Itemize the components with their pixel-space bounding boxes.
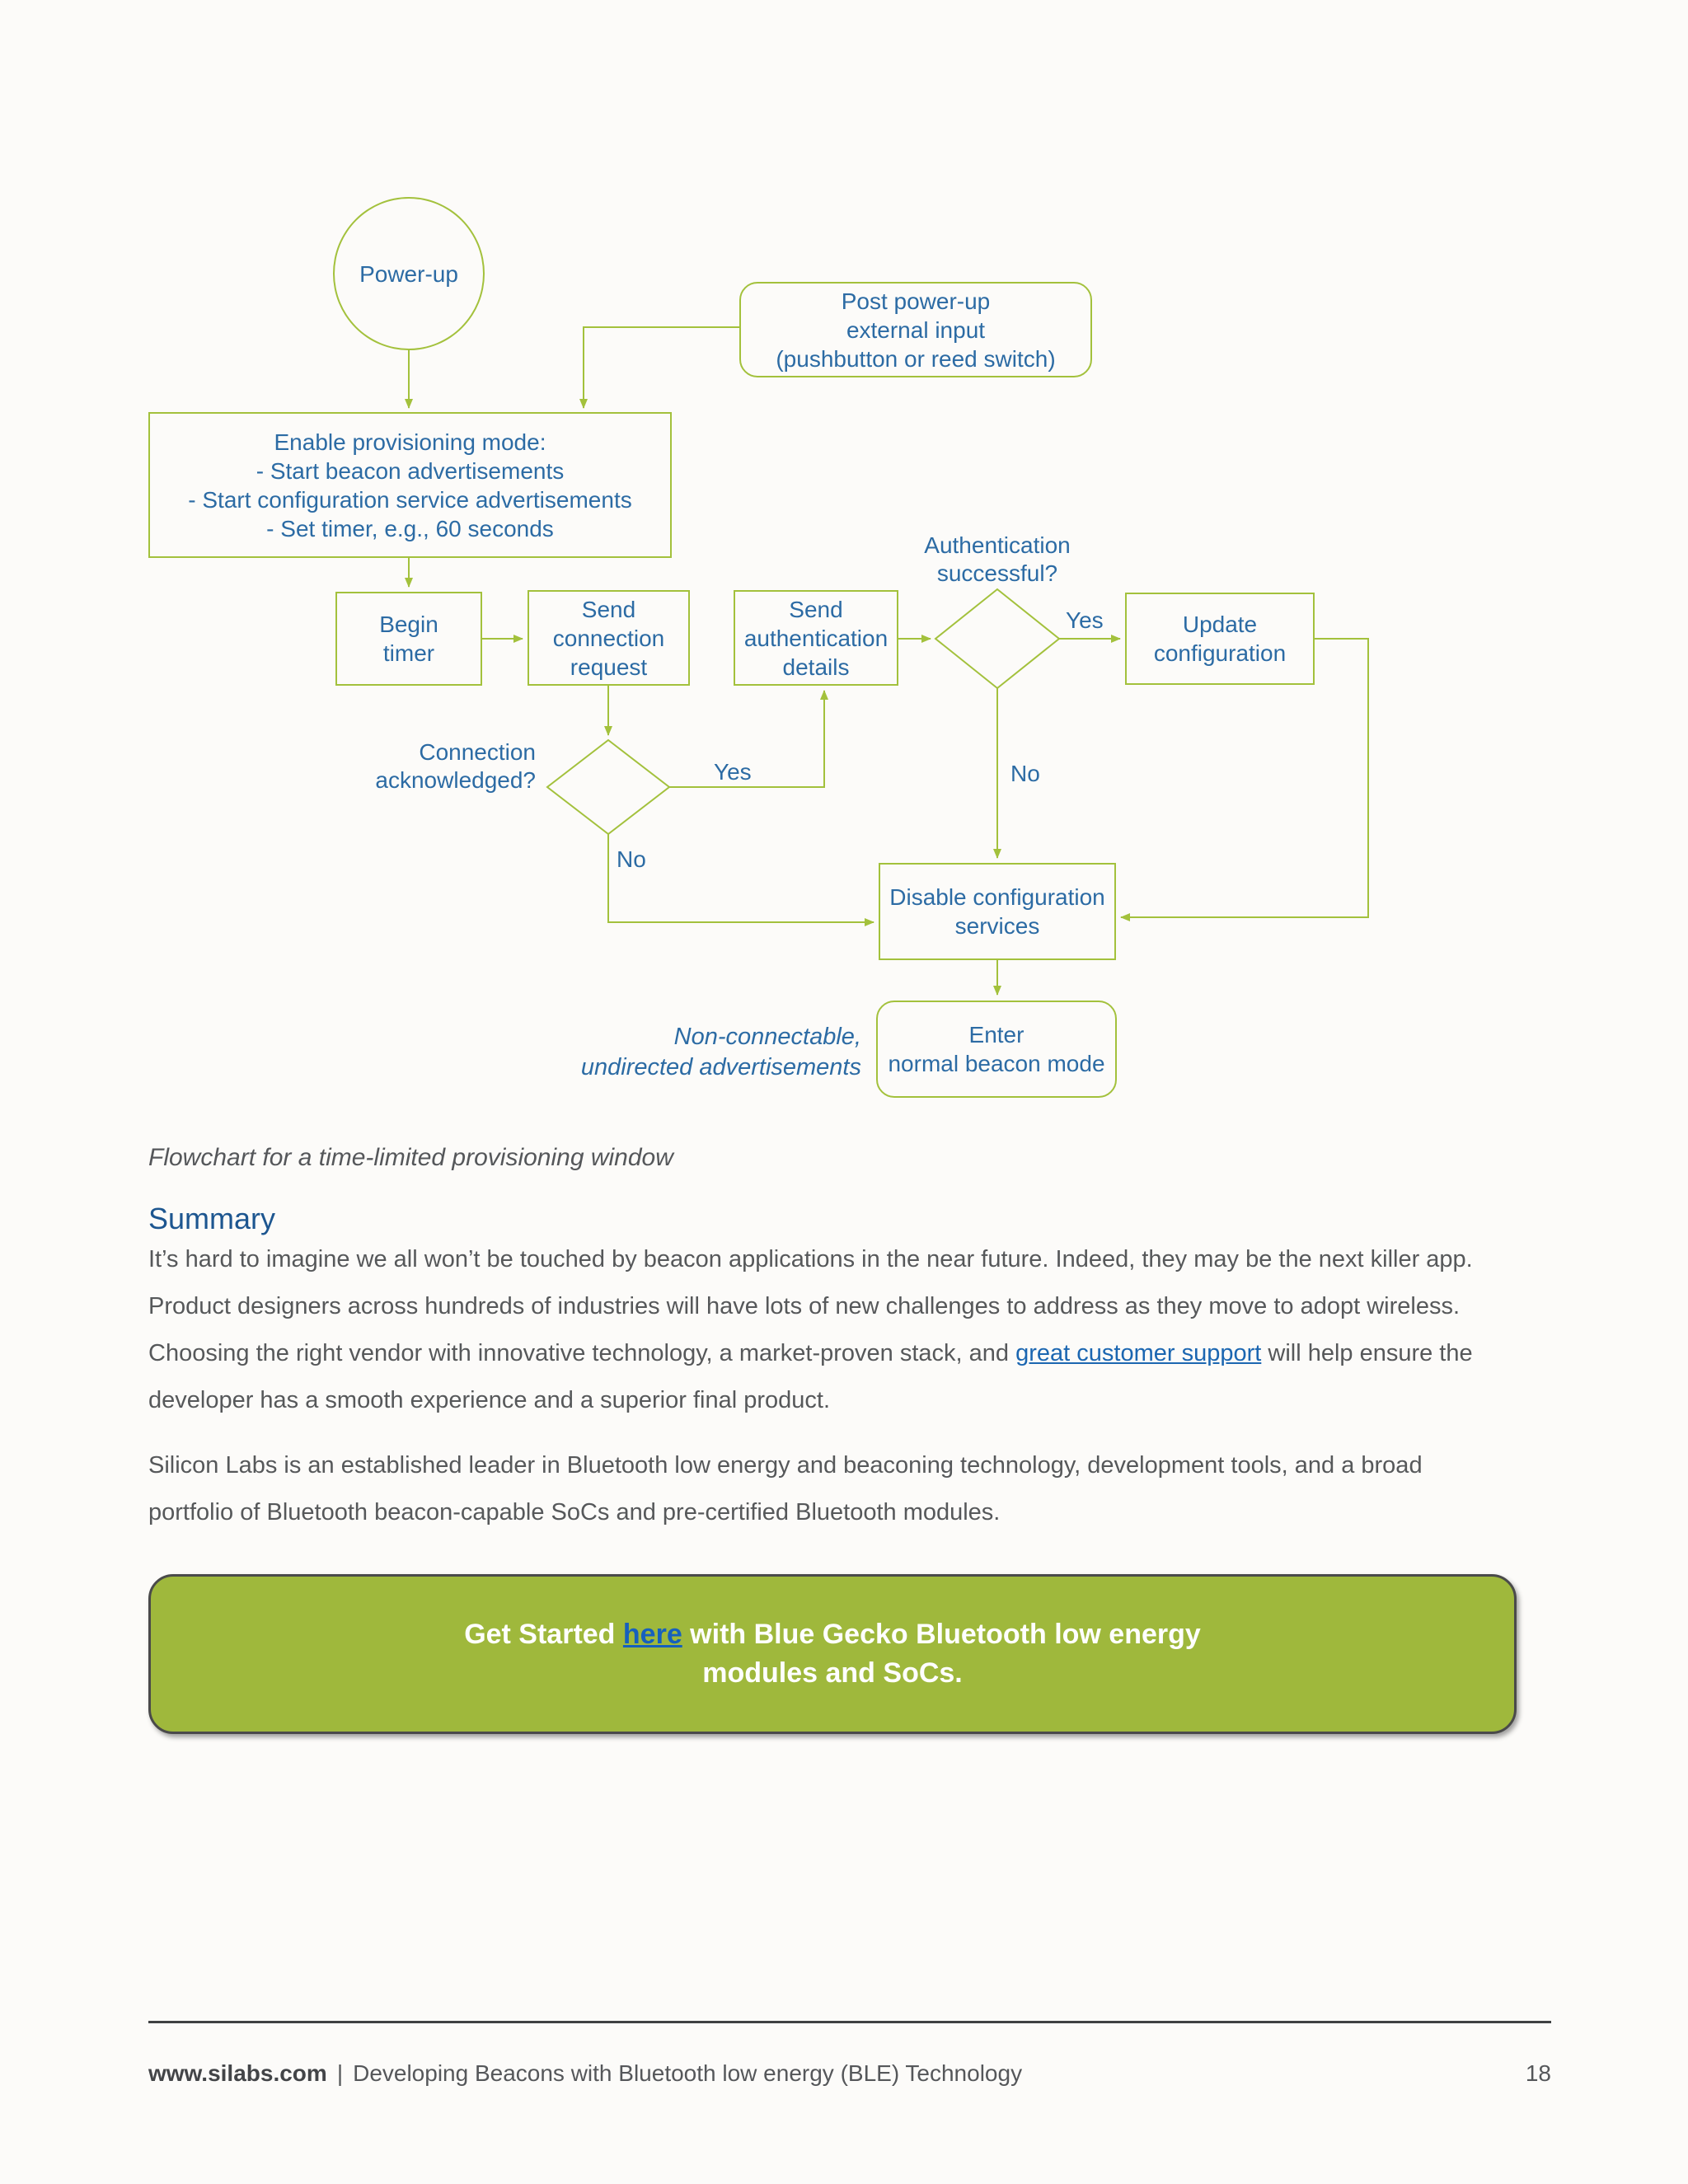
flow-node-send-connection-request: Send connection request: [528, 590, 690, 686]
cta-box: Get Started here with Blue Gecko Bluetoo…: [148, 1574, 1517, 1734]
edge-update-to-disable: [1120, 638, 1369, 921]
page-number: 18: [1525, 2060, 1551, 2086]
footer-doc-title: Developing Beacons with Bluetooth low en…: [353, 2060, 1023, 2086]
flow-node-power-up: Power-up: [333, 197, 485, 350]
footer-divider: [148, 2021, 1551, 2023]
label-non-connectable-annotation: Non-connectable, undirected advertisemen…: [580, 1024, 861, 1080]
footer: www.silabs.com | Developing Beacons with…: [148, 2060, 1551, 2087]
figure-caption: Flowchart for a time-limited provisionin…: [148, 1144, 673, 1171]
connection-acknowledged-diamond: [546, 738, 671, 836]
label-authentication-successful: Authentication successful?: [924, 532, 1071, 586]
flow-node-enable-provisioning: Enable provisioning mode: - Start beacon…: [148, 412, 672, 558]
cta-text: Get Started here with Blue Gecko Bluetoo…: [464, 1615, 1201, 1693]
flow-node-begin-timer: Begin timer: [335, 592, 482, 686]
flow-node-enter-normal-beacon-mode: Enter normal beacon mode: [876, 1001, 1117, 1098]
label-auth-yes: Yes: [1066, 607, 1104, 633]
cta-line2: modules and SoCs.: [702, 1657, 963, 1689]
great-customer-support-link[interactable]: great customer support: [1015, 1340, 1262, 1366]
label-connection-yes: Yes: [714, 759, 752, 785]
edge-connection-yes: [669, 690, 828, 788]
flow-node-disable-configuration-services: Disable configuration services: [879, 863, 1116, 960]
flow-node-update-configuration: Update configuration: [1125, 593, 1315, 685]
summary-heading: Summary: [148, 1202, 276, 1235]
label-connection-no: No: [617, 846, 646, 872]
flow-node-send-authentication-details: Send authentication details: [734, 590, 898, 686]
edge-postpowerup-to-enable: [579, 326, 739, 409]
cta-line1-prefix: Get Started: [464, 1619, 623, 1650]
label-connection-acknowledged: Connection acknowledged?: [375, 739, 536, 793]
summary-paragraph-2: Silicon Labs is an established leader in…: [148, 1452, 1423, 1526]
footer-site-url: www.silabs.com: [148, 2060, 327, 2086]
paragraph1-text-after: will help ensure the developer has a smo…: [148, 1340, 1473, 1413]
summary-body: It’s hard to imagine we all won’t be tou…: [148, 1236, 1503, 1554]
authentication-successful-diamond: [934, 588, 1061, 690]
cta-line1: Get Started here with Blue Gecko Bluetoo…: [464, 1615, 1201, 1654]
flowchart-connectors: [405, 326, 1369, 996]
edge-connection-no: [607, 834, 874, 926]
label-auth-no: No: [1010, 761, 1040, 786]
paragraph1-text-before: It’s hard to imagine we all won’t be tou…: [148, 1246, 1473, 1366]
flow-node-post-power-up: Post power-up external input (pushbutton…: [739, 282, 1092, 377]
cta-here-link[interactable]: here: [622, 1619, 682, 1650]
footer-separator: |: [336, 2060, 344, 2086]
cta-line1-suffix: with Blue Gecko Bluetooth low energy: [682, 1619, 1201, 1650]
summary-paragraph-1: It’s hard to imagine we all won’t be tou…: [148, 1236, 1503, 1424]
